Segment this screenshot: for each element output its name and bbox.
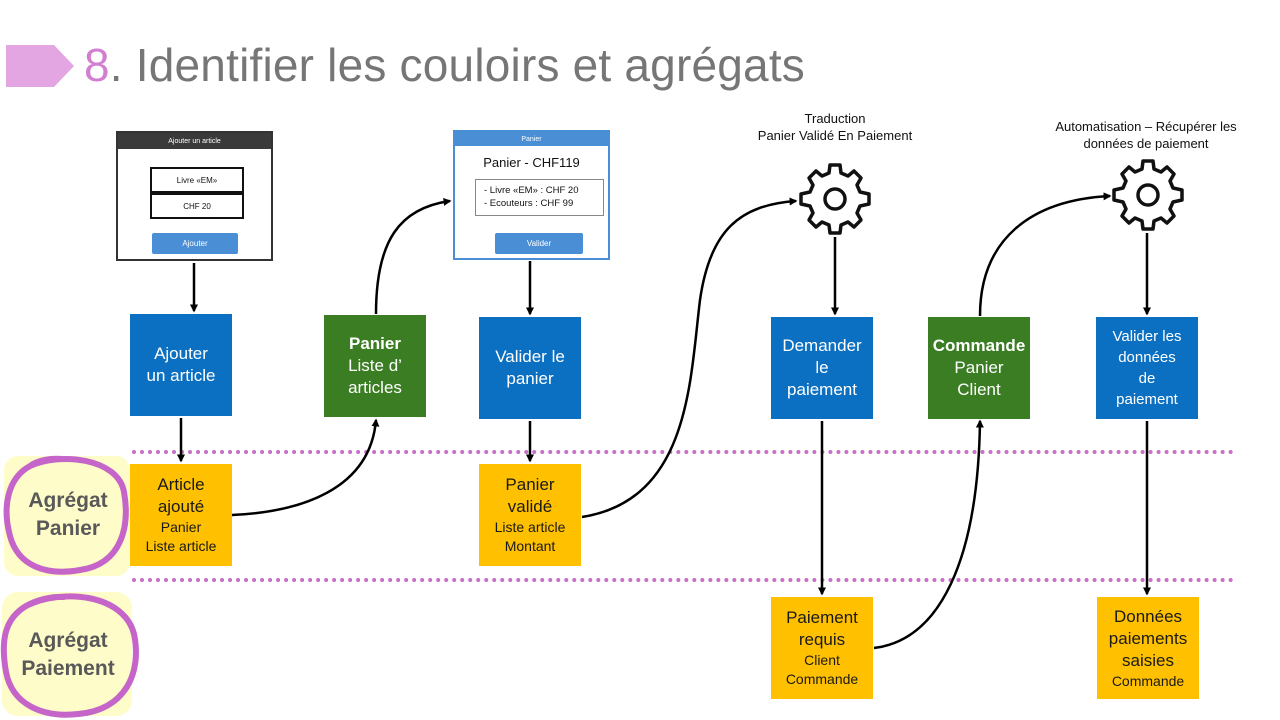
automation-note: Automatisation – Récupérer les données d…	[1038, 118, 1254, 152]
aggregate-cart-line1: Agrégat	[28, 489, 108, 512]
translation-note-line2: Panier Validé En Paiement	[757, 128, 913, 143]
arrow-payment-required-to-order	[873, 419, 984, 650]
event-cart-validated-attr2: Montant	[504, 538, 556, 554]
read-model-cart-line1: Liste d’	[348, 356, 402, 375]
event-article-added-attr2: Liste article	[145, 538, 217, 554]
event-payment-required-line1: Paiement	[786, 608, 858, 627]
command-validate-cart: Valider le panier	[479, 317, 581, 419]
event-payment-required: Paiement requis Client Commande	[771, 597, 873, 699]
read-model-cart-title: Panier	[349, 334, 401, 353]
event-payment-required-line2: requis	[798, 630, 846, 649]
translation-note: Traduction Panier Validé En Paiement	[738, 110, 932, 144]
event-cart-validated: Panier validé Liste article Montant	[479, 464, 581, 566]
command-validate-cart-line2: panier	[506, 369, 554, 388]
cart-line-2: - Ecouteurs : CHF 99	[484, 198, 574, 209]
article-name-field[interactable]: Livre «EM»	[150, 167, 244, 193]
add-article-mockup-header: Ajouter un article	[118, 133, 271, 149]
add-button[interactable]: Ajouter	[152, 233, 238, 254]
command-validate-payment-data: Valider les données de paiement	[1096, 317, 1198, 419]
read-model-order-line1: Panier	[954, 358, 1004, 377]
arrow-cart-validated-to-gear	[581, 197, 798, 519]
automation-note-line1: Automatisation – Récupérer les	[1055, 119, 1237, 134]
add-article-mockup: Ajouter un article Livre «EM» CHF 20 Ajo…	[116, 131, 273, 261]
arrow-order-to-gear	[978, 192, 1112, 317]
aggregate-payment-line2: Paiement	[21, 657, 115, 680]
cart-mockup-list: - Livre «EM» : CHF 20 - Ecouteurs : CHF …	[475, 179, 604, 216]
event-payment-data-line1: Données	[1113, 606, 1183, 626]
arrow-cart-read-model-to-cart-mockup	[374, 197, 452, 315]
command-request-payment-line3: paiement	[787, 380, 857, 399]
swimlane-separator-bottom	[132, 578, 1234, 582]
title-text: . Identifier les couloirs et agrégats	[109, 39, 805, 91]
event-payment-data-entered: Données paiements saisies Commande	[1097, 597, 1199, 699]
read-model-order-line2: Client	[957, 380, 1001, 399]
command-validate-data-line3: de	[1138, 370, 1156, 387]
article-price-field[interactable]: CHF 20	[150, 193, 244, 219]
command-validate-data-line2: données	[1118, 349, 1176, 366]
aggregate-cart-marker	[3, 455, 130, 576]
aggregate-payment-marker	[0, 592, 139, 718]
cart-mockup: Panier Panier - CHF119 - Livre «EM» : CH…	[453, 130, 610, 260]
gear-icon	[799, 163, 871, 235]
command-validate-data-line4: paiement	[1116, 391, 1178, 408]
gear-icon	[1112, 159, 1184, 231]
event-payment-data-line2: paiements	[1108, 628, 1188, 648]
event-article-added-line1: Article	[157, 475, 205, 494]
read-model-order-title: Commande	[932, 336, 1026, 355]
event-article-added: Article ajouté Panier Liste article	[130, 464, 232, 566]
validate-button[interactable]: Valider	[495, 233, 583, 254]
aggregate-payment-line1: Agrégat	[28, 629, 108, 652]
command-request-payment-line1: Demander	[782, 336, 862, 355]
aggregate-cart-line2: Panier	[35, 517, 101, 540]
cart-mockup-title: Panier - CHF119	[483, 155, 580, 170]
command-validate-cart-line1: Valider le	[495, 347, 565, 366]
event-cart-validated-line1: Panier	[505, 475, 555, 494]
command-validate-data-line1: Valider les	[1112, 328, 1182, 345]
read-model-cart: Panier Liste d’ articles	[324, 315, 426, 417]
page-title: 8. Identifier les couloirs et agrégats	[84, 38, 805, 92]
command-add-article: Ajouter un article	[130, 314, 232, 416]
cart-line-1: - Livre «EM» : CHF 20	[484, 185, 579, 196]
command-add-article-line2: un article	[146, 366, 216, 385]
command-request-payment-line2: le	[815, 358, 829, 377]
event-payment-required-attr1: Client	[804, 652, 840, 668]
cart-mockup-header: Panier	[455, 132, 608, 146]
command-request-payment: Demander le paiement	[771, 317, 873, 419]
event-payment-data-attr1: Commande	[1111, 672, 1185, 689]
automation-note-line2: données de paiement	[1083, 136, 1209, 151]
event-payment-required-attr2: Commande	[785, 671, 859, 687]
event-article-added-attr1: Panier	[160, 519, 202, 535]
title-number: 8	[84, 39, 110, 91]
event-article-added-line2: ajouté	[157, 497, 205, 516]
swimlane-separator-top	[132, 450, 1234, 454]
event-payment-data-line3: saisies	[1122, 650, 1174, 670]
arrow-event-to-cart-read-model	[231, 418, 380, 517]
event-cart-validated-attr1: Liste article	[494, 519, 566, 535]
read-model-cart-line2: articles	[348, 378, 402, 397]
translation-note-line1: Traduction	[804, 111, 866, 126]
title-arrow-icon	[6, 45, 74, 87]
event-cart-validated-line2: validé	[507, 497, 553, 516]
command-add-article-line1: Ajouter	[154, 344, 208, 363]
read-model-order: Commande Panier Client	[928, 317, 1030, 419]
